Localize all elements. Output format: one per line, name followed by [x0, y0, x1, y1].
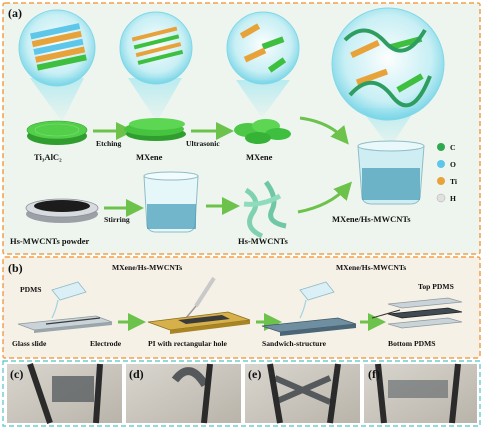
sandwich-label: Sandwich-structure — [262, 339, 327, 348]
atom-legend: C O Ti H — [436, 143, 457, 203]
photo-c: (c) — [7, 363, 122, 424]
ti3alc2-label: Ti₃AlC₂ — [34, 152, 62, 162]
mxene-label-2: MXene — [246, 152, 273, 162]
dispersion-beaker-icon — [143, 171, 199, 233]
pi-hole-label: PI with rectangular hole — [148, 339, 227, 348]
mxene-flakes-pile-icon — [234, 119, 291, 144]
bottom-pdms-label: Bottom PDMS — [388, 339, 435, 348]
legend-c-label: C — [450, 143, 455, 152]
pdms-label: PDMS — [20, 285, 42, 294]
stirring-label: Stirring — [104, 215, 130, 224]
legend-o-label: O — [450, 160, 456, 169]
pipette-icon — [185, 276, 216, 319]
etching-label: Etching — [96, 139, 122, 148]
merge-arrow-top — [299, 116, 349, 145]
legend-ti-icon — [437, 177, 445, 185]
composite-label: MXene/Hs-MWCNTs — [332, 214, 411, 224]
mxene-bubble-2 — [226, 11, 300, 118]
mxene-bubble-1 — [119, 11, 193, 122]
photo-d: (d) — [126, 363, 241, 424]
panel-b: (b) PDMS Glass slide Electrode MXene/Hs-… — [2, 256, 481, 359]
merge-arrow-bottom — [297, 181, 353, 214]
panel-b-tag: (b) — [8, 261, 23, 275]
composite-bubble — [331, 7, 445, 148]
legend-h-label: H — [450, 194, 456, 203]
composite-structure-icon — [343, 28, 432, 108]
photo-e-tag: (e) — [248, 367, 261, 381]
legend-h-icon — [436, 193, 446, 203]
mxene-sheets-icon — [124, 118, 186, 141]
ti3alc2-disc-icon — [26, 120, 88, 145]
photo-c-tag: (c) — [10, 367, 23, 381]
photo-e: (e) — [245, 363, 360, 424]
pi-substrate-icon — [147, 311, 251, 334]
ti3alc2-lattice-icon — [30, 23, 87, 71]
mxene-label-1: MXene — [136, 152, 163, 162]
panel-b-frame — [2, 256, 481, 359]
ultrasonic-label: Ultrasonic — [186, 139, 220, 148]
sandwich-icon — [261, 317, 357, 336]
photo-panels: (c) (d) (e) (f) — [2, 360, 481, 427]
electrode-wire-icon — [45, 317, 101, 325]
mxene-ink-label-2: MXene/Hs-MWCNTs — [336, 263, 406, 272]
hs-mwcnts-icon — [243, 180, 287, 239]
top-pdms-label: Top PDMS — [418, 282, 454, 291]
panel-a: (a) Ti₃AlC₂ Etching — [2, 2, 481, 255]
mxene-layers-icon — [131, 26, 184, 65]
pdms-beaker-2-icon — [299, 281, 335, 319]
mxene-ink-label-1: MXene/Hs-MWCNTs — [112, 263, 182, 272]
hs-mwcnts-label: Hs-MWCNTs — [238, 236, 288, 246]
composite-beaker-icon — [357, 140, 425, 205]
photo-f: (f) — [364, 363, 477, 424]
powder-label: Hs-MWCNTs powder — [10, 236, 89, 246]
glass-slide-icon — [17, 315, 113, 333]
glass-slide-label: Glass slide — [12, 339, 47, 348]
powder-dish-icon — [25, 198, 99, 223]
photo-f-tag: (f) — [368, 367, 380, 381]
pdms-beaker-icon — [51, 281, 87, 319]
electrode-label: Electrode — [90, 339, 122, 348]
ti3alc2-bubble — [18, 9, 96, 122]
photo-d-tag: (d) — [129, 367, 144, 381]
mxene-flakes-icon — [239, 23, 287, 73]
legend-c-icon — [437, 143, 445, 151]
legend-ti-label: Ti — [450, 177, 457, 186]
layered-device-icon — [371, 297, 463, 329]
legend-o-icon — [437, 160, 445, 168]
panel-a-tag: (a) — [8, 6, 22, 20]
